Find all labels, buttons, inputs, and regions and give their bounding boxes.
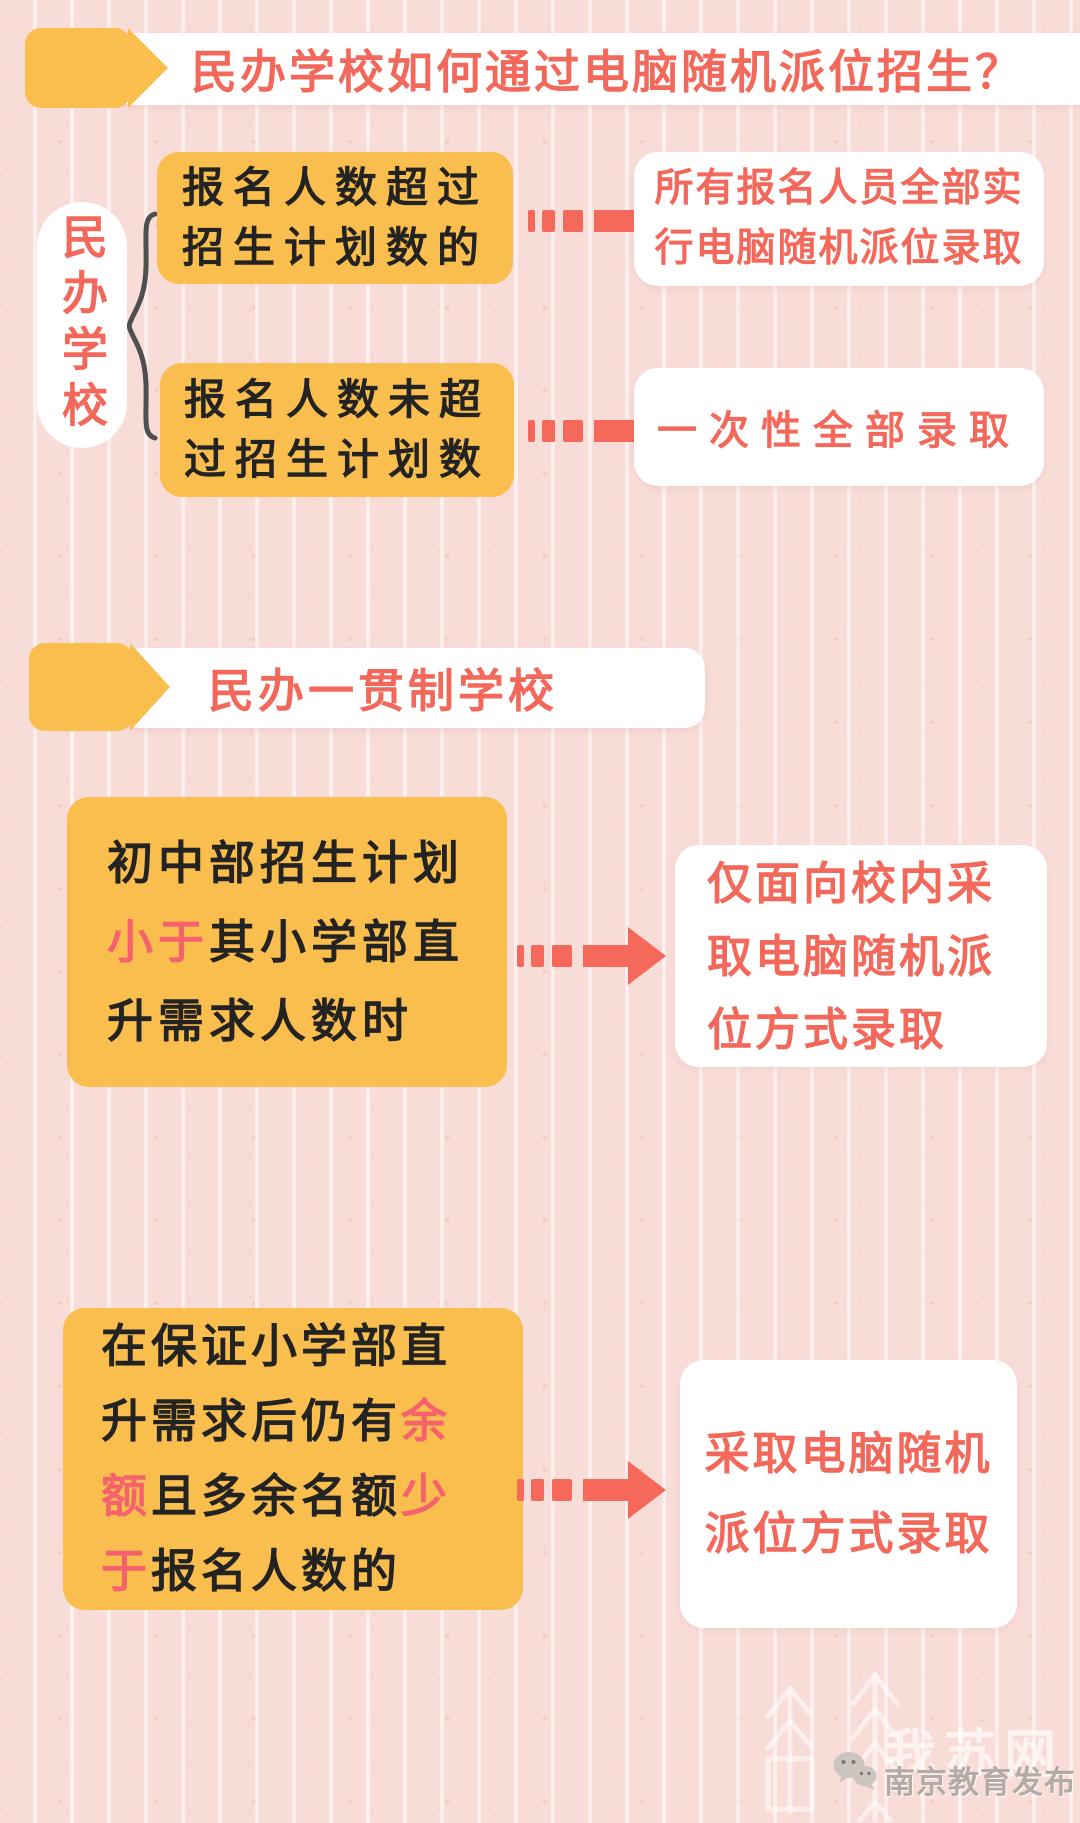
wechat-icon bbox=[833, 1752, 877, 1790]
header1-banner: 民办学校如何通过电脑随机派位招生？ bbox=[113, 33, 1080, 105]
condition-box-plan-less-than-demand: 初中部招生计划 小于其小学部直 升需求人数时 bbox=[67, 797, 507, 1087]
wasu-watermark-text: 我苏网 bbox=[884, 1725, 1065, 1785]
condition-text-line: 升需求人数时 bbox=[107, 993, 413, 1048]
result-text-line: 位方式录取 bbox=[707, 1002, 948, 1056]
condition-text-line: 招生计划数的 bbox=[181, 223, 488, 272]
result-box-lottery: 采取电脑随机 派位方式录取 bbox=[680, 1360, 1017, 1628]
condition-text-line: 小于其小学部直 bbox=[107, 914, 464, 969]
condition-text-line: 额且多余名额少 bbox=[101, 1469, 451, 1523]
curly-brace-icon bbox=[126, 211, 158, 441]
school-type-label: 民办学校 bbox=[55, 213, 109, 437]
result-text-line: 所有报名人员全部实 bbox=[654, 166, 1024, 211]
flow-arrow-icon bbox=[517, 1461, 666, 1519]
condition-text-line: 报名人数超过 bbox=[181, 163, 488, 212]
result-text-line: 取电脑随机派 bbox=[707, 929, 996, 983]
condition-text-line: 在保证小学部直 bbox=[101, 1319, 451, 1373]
condition-box-over-plan: 报名人数超过 招生计划数的 bbox=[157, 152, 513, 284]
result-text-line: 派位方式录取 bbox=[704, 1507, 993, 1560]
condition-text-line: 于报名人数的 bbox=[101, 1544, 401, 1598]
header2-title: 民办一贯制学校 bbox=[208, 664, 558, 718]
account-name-text: 南京教育发布 bbox=[884, 1765, 1076, 1801]
school-type-pill: 民办学校 bbox=[37, 202, 127, 448]
flow-arrow-icon bbox=[517, 927, 666, 985]
condition-text-line: 报名人数未超 bbox=[183, 375, 490, 424]
header1-ribbon-tip-icon bbox=[128, 28, 168, 108]
result-text-line: 行电脑随机派位录取 bbox=[654, 226, 1024, 271]
header2-banner: 民办一贯制学校 bbox=[120, 648, 705, 728]
header1-ribbon-tag bbox=[25, 28, 131, 108]
header2-ribbon-tag bbox=[29, 643, 133, 731]
condition-text-line: 升需求后仍有余 bbox=[101, 1394, 451, 1448]
header1-title: 民办学校如何通过电脑随机派位招生？ bbox=[191, 45, 1024, 99]
watermark-trees-logo-icon bbox=[765, 1672, 900, 1823]
result-text-line: 采取电脑随机 bbox=[704, 1427, 993, 1480]
condition-box-surplus-less-than-applicants: 在保证小学部直 升需求后仍有余 额且多余名额少 于报名人数的 bbox=[63, 1308, 523, 1610]
result-text-line: 一次性全部录取 bbox=[657, 408, 1021, 454]
condition-text-line: 初中部招生计划 bbox=[107, 835, 464, 890]
result-text-line: 仅面向校内采 bbox=[707, 856, 996, 910]
result-box-lottery-all: 所有报名人员全部实 行电脑随机派位录取 bbox=[634, 152, 1044, 286]
condition-box-under-plan: 报名人数未超 过招生计划数 bbox=[160, 363, 514, 497]
result-box-admit-all: 一次性全部录取 bbox=[634, 368, 1044, 486]
result-box-internal-lottery: 仅面向校内采 取电脑随机派 位方式录取 bbox=[675, 845, 1047, 1067]
condition-text-line: 过招生计划数 bbox=[183, 435, 490, 484]
header2-ribbon-tip-icon bbox=[130, 643, 170, 731]
